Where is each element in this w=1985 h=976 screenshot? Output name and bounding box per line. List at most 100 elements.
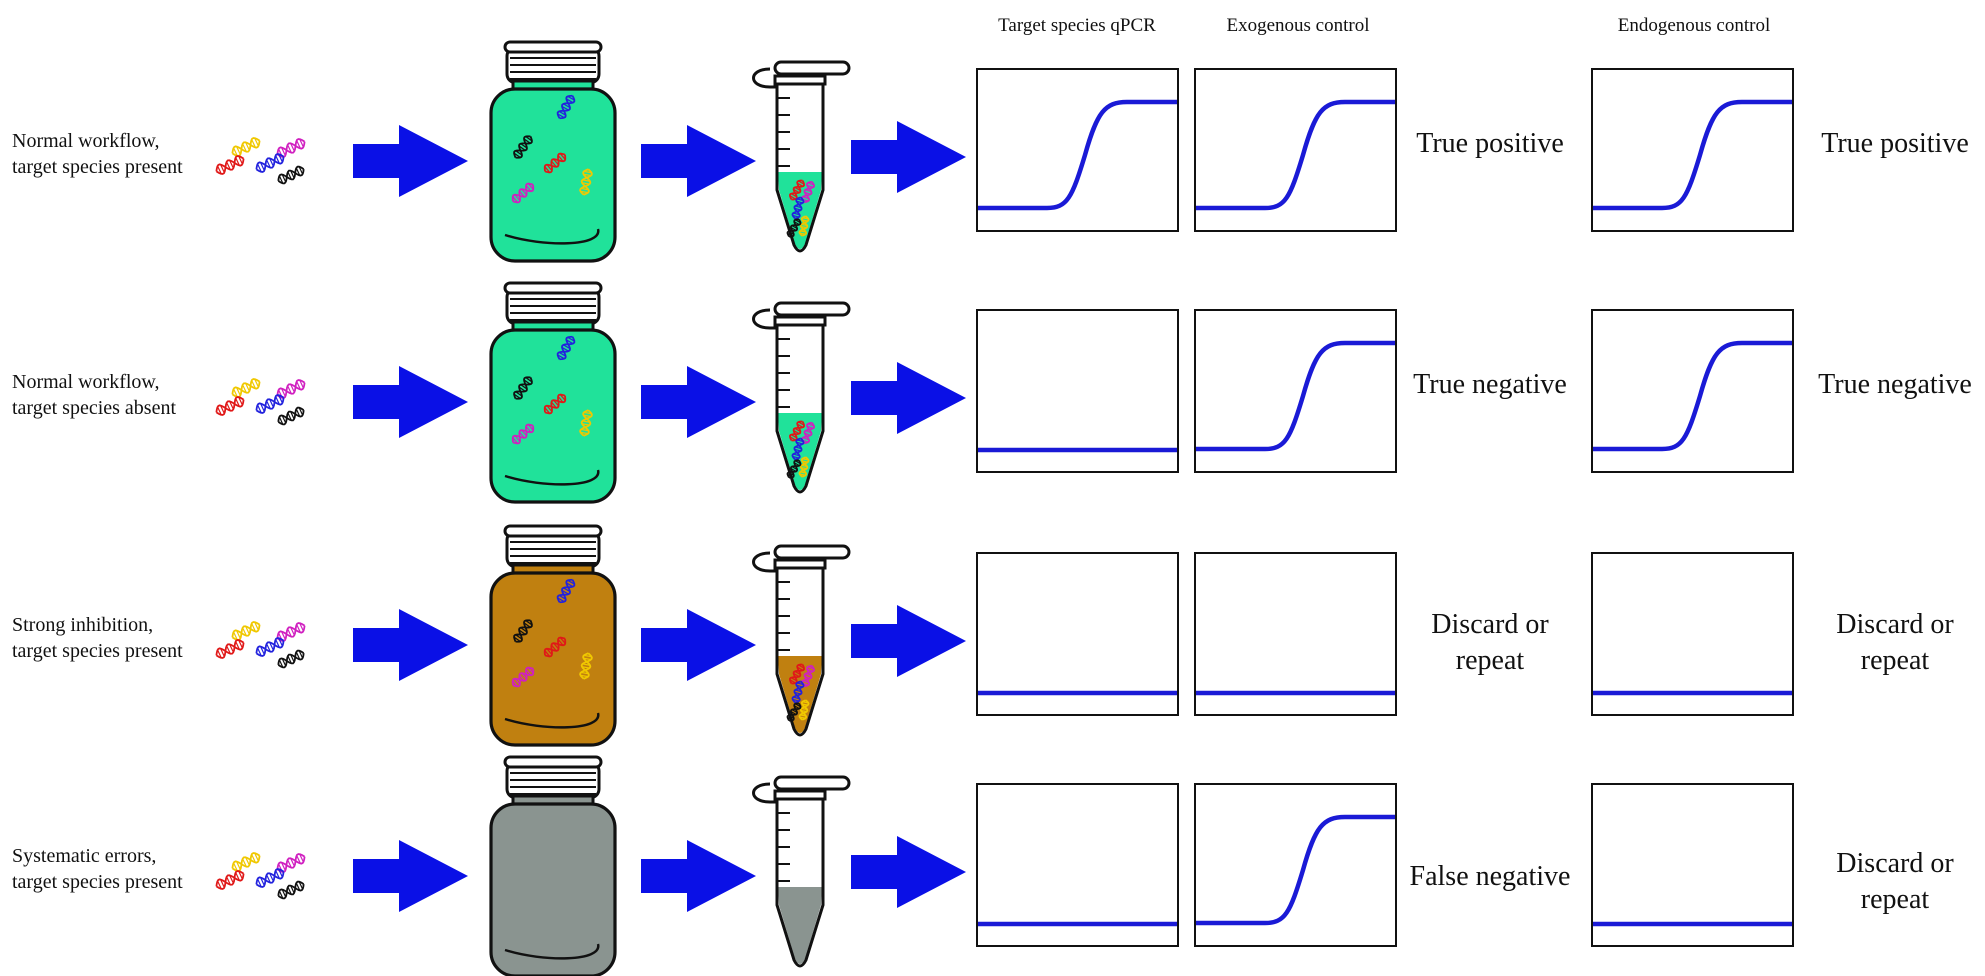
amplification-curve — [1593, 340, 1792, 452]
dna-helix-icon — [255, 394, 285, 414]
plot-endogenous-control — [1591, 552, 1794, 716]
result-exogenous: True negative — [1413, 369, 1567, 400]
dna-helix-icon — [789, 420, 805, 442]
header-exogenous-control: Exogenous control — [1226, 15, 1369, 36]
workflow-row: Strong inhibition,target species present… — [12, 524, 1954, 747]
dna-helix-icon — [215, 639, 245, 659]
dna-helix-icon — [511, 182, 535, 204]
dna-helix-icon — [556, 335, 576, 361]
dna-helix-icon — [277, 649, 305, 669]
dna-helix-icon — [215, 396, 245, 416]
arrow-to-qpcr — [851, 836, 966, 908]
arrow-to-tube — [641, 609, 756, 681]
dna-helix-icon — [277, 406, 305, 426]
plot-exogenous-control — [1194, 68, 1397, 232]
dna-helix-icon — [543, 393, 567, 415]
dna-helix-icon — [277, 165, 305, 185]
sample-jar — [489, 40, 617, 263]
workflow-row: Systematic errors,target species present… — [12, 755, 1954, 976]
dna-helix-icon — [511, 423, 535, 445]
arrow-to-jar — [353, 366, 468, 438]
dna-helix-icon — [791, 196, 805, 220]
row-label: Normal workflow,target species present — [12, 130, 183, 178]
arrow-to-jar — [353, 609, 468, 681]
dna-helix-icon — [556, 94, 576, 120]
dna-helix-icon — [277, 880, 305, 900]
amplification-curve — [1196, 99, 1395, 211]
dna-helix-icon — [789, 663, 805, 685]
arrow-to-jar — [353, 840, 468, 912]
dna-cluster-icon — [215, 621, 306, 669]
plot-endogenous-control — [1591, 68, 1794, 232]
dna-helix-icon — [511, 666, 535, 688]
pcr-tube — [752, 775, 851, 968]
arrow-to-tube — [641, 840, 756, 912]
dna-helix-icon — [579, 168, 593, 196]
dna-helix-icon — [231, 378, 261, 398]
result-exogenous: True positive — [1416, 128, 1564, 159]
plot-endogenous-control — [1591, 783, 1794, 947]
plot-exogenous-control — [1194, 309, 1397, 473]
dna-helix-icon — [255, 868, 285, 888]
dna-helix-icon — [798, 699, 810, 721]
plot-endogenous-control — [1591, 309, 1794, 473]
dna-helix-icon — [798, 456, 810, 478]
arrow-to-qpcr — [851, 605, 966, 677]
dna-helix-icon — [231, 621, 261, 641]
plot-exogenous-control — [1194, 783, 1397, 947]
amplification-curve — [978, 99, 1177, 211]
dna-cluster-icon — [215, 137, 306, 185]
dna-helix-icon — [215, 870, 245, 890]
dna-helix-icon — [543, 636, 567, 658]
result-exogenous: False negative — [1410, 861, 1571, 892]
dna-helix-icon — [556, 578, 576, 604]
arrow-to-tube — [641, 125, 756, 197]
dna-helix-icon — [791, 437, 805, 461]
arrow-to-tube — [641, 366, 756, 438]
row-label: Strong inhibition,target species present — [12, 614, 183, 662]
dna-helix-icon — [255, 637, 285, 657]
header-endogenous-control: Endogenous control — [1618, 15, 1771, 36]
dna-helix-icon — [215, 155, 245, 175]
dna-helix-icon — [231, 137, 261, 157]
pcr-tube — [752, 544, 851, 737]
arrow-to-qpcr — [851, 121, 966, 193]
plot-target-species-qpcr — [976, 309, 1179, 473]
dna-helix-icon — [579, 652, 593, 680]
dna-helix-icon — [789, 179, 805, 201]
workflow-row: Normal workflow,target species present Tr… — [12, 40, 1969, 263]
pcr-tube — [752, 60, 851, 253]
dna-helix-icon — [513, 135, 533, 159]
result-endogenous: True negative — [1818, 369, 1972, 400]
dna-cluster-icon — [215, 852, 306, 900]
dna-helix-icon — [513, 376, 533, 400]
dna-helix-icon — [231, 852, 261, 872]
header-target-qpcr: Target species qPCR — [998, 15, 1156, 36]
row-label: Normal workflow,target species absent — [12, 371, 176, 419]
plot-target-species-qpcr — [976, 552, 1179, 716]
dna-helix-icon — [791, 680, 805, 704]
dna-helix-icon — [786, 702, 802, 722]
dna-helix-icon — [543, 152, 567, 174]
sample-jar — [489, 281, 617, 504]
plot-target-species-qpcr — [976, 783, 1179, 947]
amplification-curve — [1196, 814, 1395, 926]
result-endogenous: True positive — [1821, 128, 1969, 159]
dna-helix-icon — [786, 459, 802, 479]
plot-exogenous-control — [1194, 552, 1397, 716]
arrow-to-qpcr — [851, 362, 966, 434]
sample-jar — [489, 755, 617, 976]
pcr-tube — [752, 301, 851, 494]
plot-target-species-qpcr — [976, 68, 1179, 232]
arrow-to-jar — [353, 125, 468, 197]
dna-helix-icon — [786, 218, 802, 238]
amplification-curve — [1196, 340, 1395, 452]
amplification-curve — [1593, 99, 1792, 211]
workflow-row: Normal workflow,target species absent Tru… — [12, 281, 1972, 504]
dna-helix-icon — [255, 153, 285, 173]
sample-jar — [489, 524, 617, 747]
